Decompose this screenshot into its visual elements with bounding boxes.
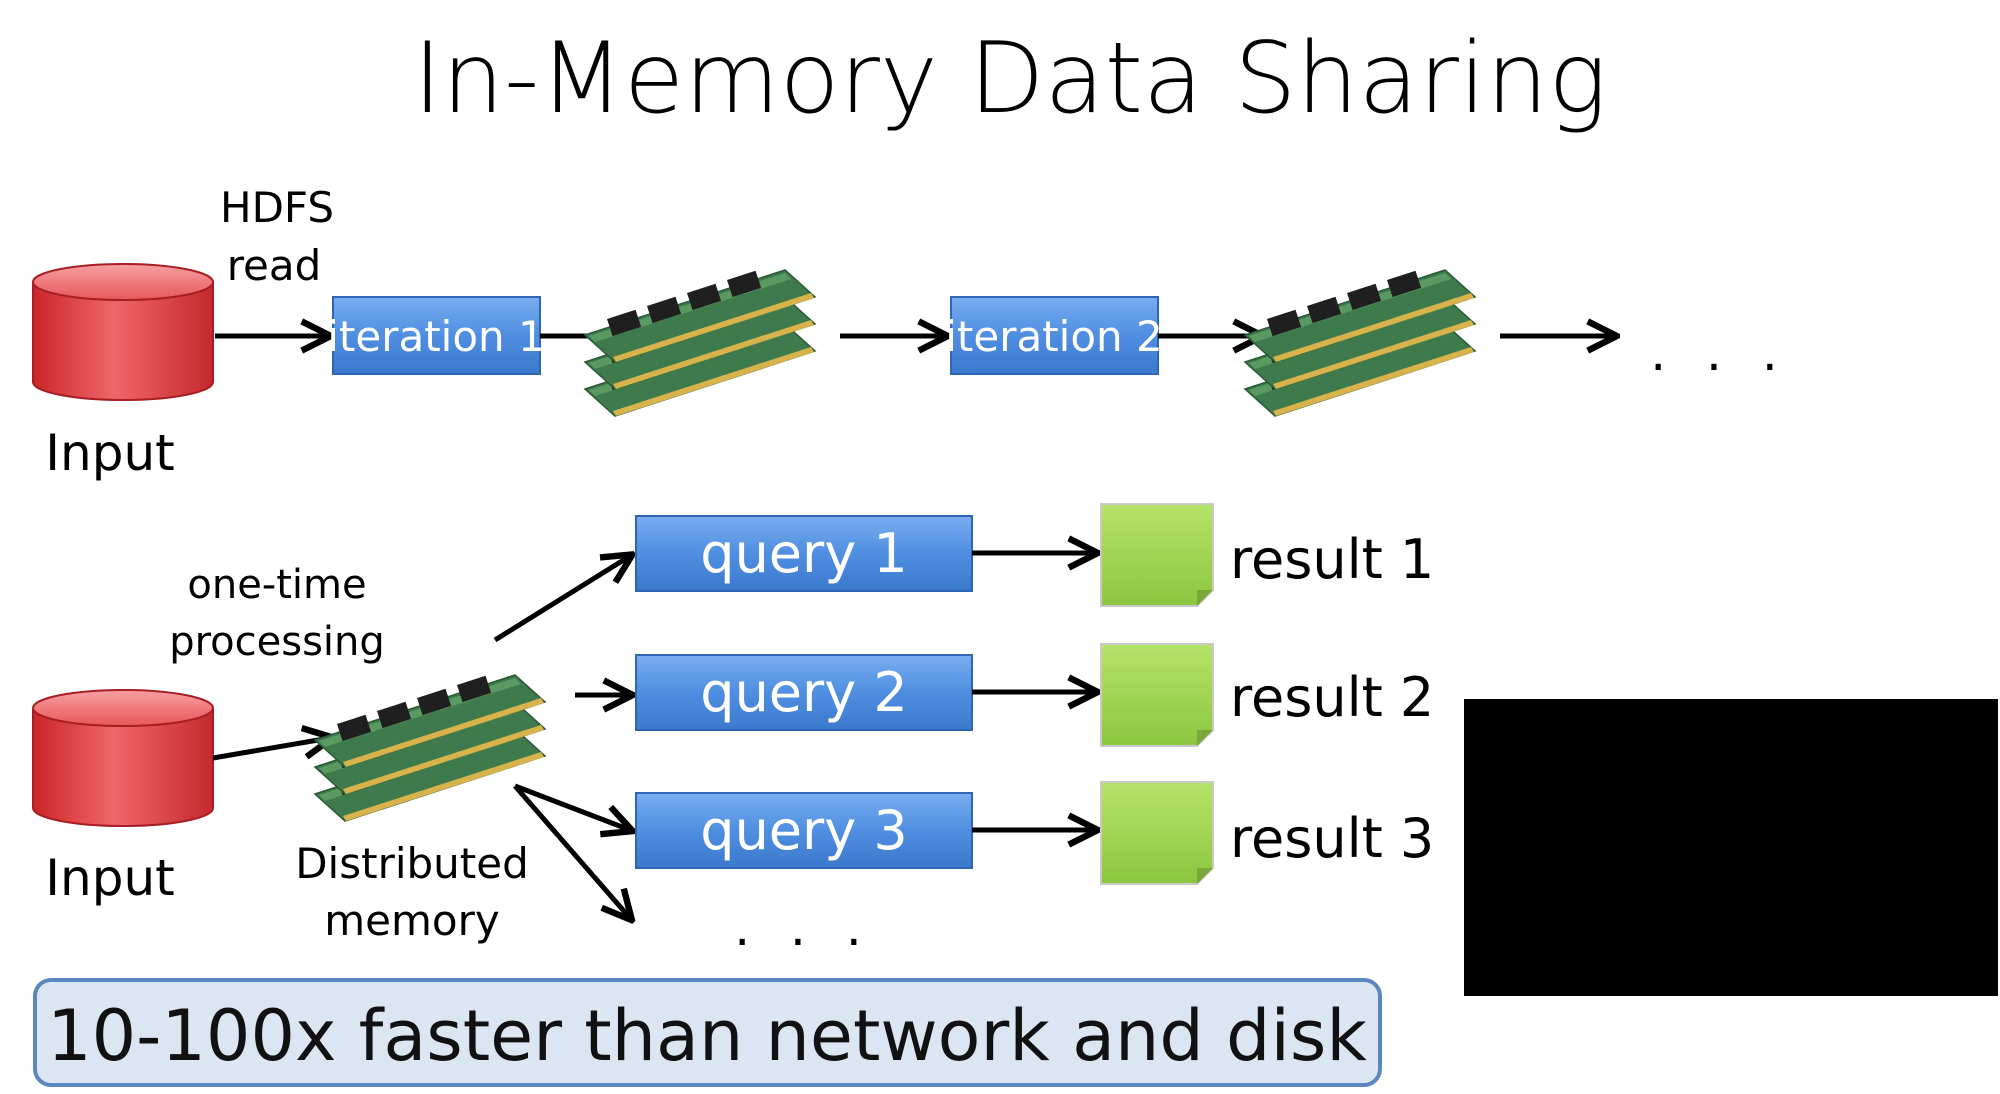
redacted-block: [1464, 699, 1998, 996]
note-icon: [1100, 643, 1214, 747]
result1-label: result 1: [1230, 528, 1434, 591]
query1-label: query 1: [700, 522, 907, 585]
query3-label: query 3: [700, 799, 907, 862]
ram-modules-icon: [585, 270, 815, 416]
bottom-input-label: Input: [45, 849, 174, 907]
query2-label: query 2: [700, 661, 907, 724]
iteration1-label: iteration 1: [327, 312, 545, 361]
query2-box: query 2: [635, 654, 973, 731]
query1-box: query 1: [635, 515, 973, 592]
bottom-ellipsis: . . .: [734, 899, 873, 957]
top-input-label: Input: [45, 424, 174, 482]
page-title: In-Memory Data Sharing: [413, 22, 1607, 136]
arrow-memory-to-query3: [514, 783, 630, 830]
database-cylinder-icon: [32, 689, 214, 827]
query3-box: query 3: [635, 792, 973, 869]
ram-modules-icon: [315, 675, 545, 821]
hdfs-read-label-line1: HDFS: [220, 183, 334, 232]
speedup-banner: 10-100x faster than network and disk: [33, 978, 1382, 1087]
iteration2-box: iteration 2: [945, 296, 1163, 375]
result2-label: result 2: [1230, 666, 1434, 729]
arrow-input-to-memory: [212, 738, 330, 761]
arrow-memory-to-more: [513, 784, 630, 918]
memory-label-line2: memory: [324, 896, 500, 945]
database-cylinder-icon: [32, 263, 214, 401]
arrow-memory-to-query1: [493, 556, 630, 643]
hdfs-read-label-line2: read: [227, 241, 322, 290]
processing-label-line2: processing: [169, 619, 385, 665]
note-icon: [1100, 503, 1214, 607]
ram-modules-icon: [1245, 270, 1475, 416]
top-ellipsis: . . .: [1650, 324, 1789, 382]
banner-text: 10-100x faster than network and disk: [47, 995, 1367, 1077]
memory-label-line1: Distributed: [295, 839, 529, 888]
result3-label: result 3: [1230, 807, 1434, 870]
iteration2-label: iteration 2: [945, 312, 1163, 361]
iteration1-box: iteration 1: [327, 296, 545, 375]
processing-label-line1: one-time: [187, 562, 366, 608]
note-icon: [1100, 781, 1214, 885]
